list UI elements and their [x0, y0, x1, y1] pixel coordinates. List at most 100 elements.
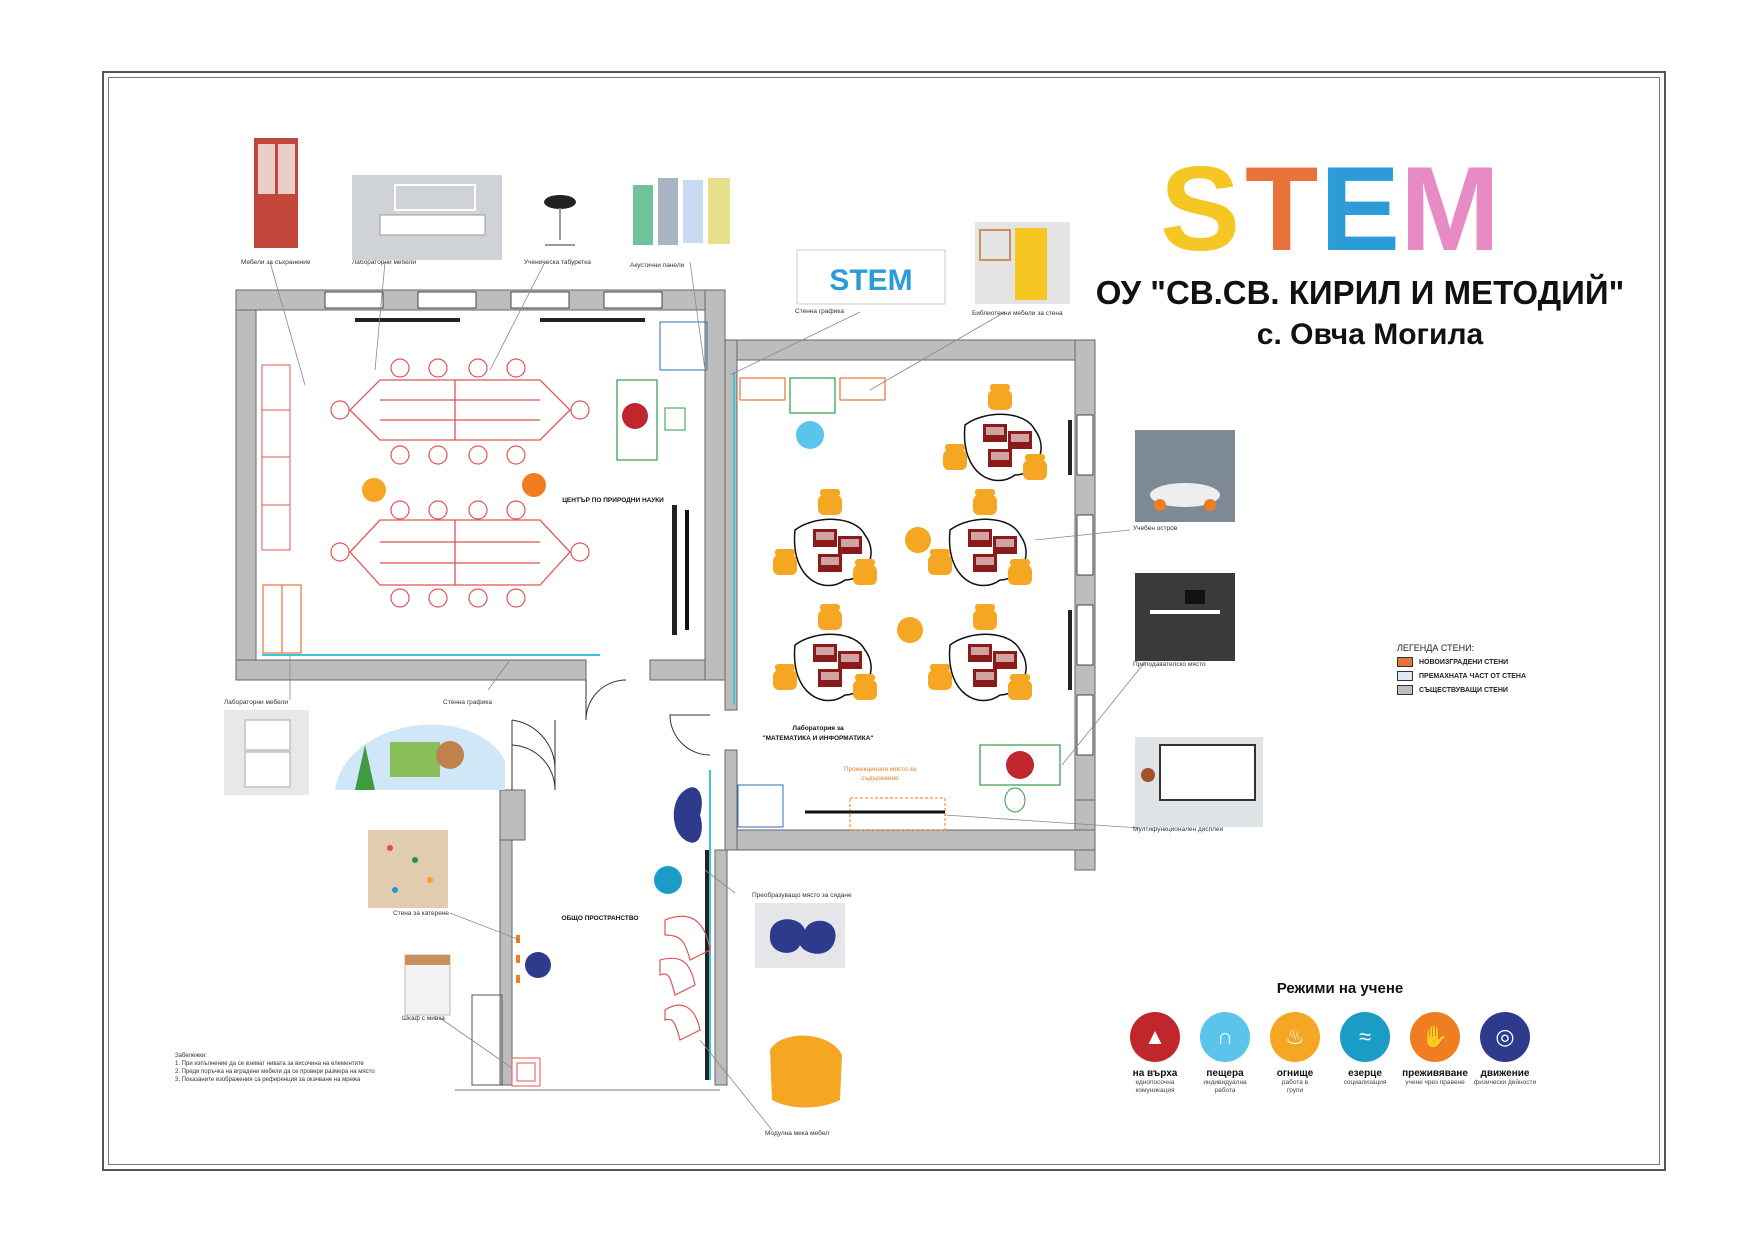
- corridor-side-wall: [471, 994, 503, 1086]
- mode-name: пещера: [1206, 1068, 1244, 1079]
- cave-icon: ∩: [1200, 1012, 1250, 1062]
- library-shelf-center: [789, 377, 836, 414]
- mode-desc: работа: [1214, 1087, 1236, 1094]
- label-sink-cabinet: Шкаф с мивка: [402, 1015, 445, 1022]
- windows: [324, 291, 1094, 756]
- fire-icon: [905, 527, 931, 553]
- legend-label: СЪЩЕСТВУВАЩИ СТЕНИ: [1419, 686, 1508, 694]
- doors: [511, 679, 711, 791]
- storage-cabinets: [261, 364, 291, 551]
- thumb-acoustic-panels: [633, 178, 730, 245]
- legend-swatch: [1397, 657, 1413, 667]
- thumb-climbing-wall: [368, 830, 448, 908]
- lab-benches: [349, 379, 571, 586]
- mode-desc: комуникация: [1135, 1087, 1175, 1094]
- school-name: ОУ "СВ.СВ. КИРИЛ И МЕТОДИЙ": [1095, 274, 1625, 311]
- thumb-teacher-desk: [1135, 573, 1235, 661]
- tornado-icon: [525, 952, 551, 978]
- label-learning-island: Учебен остров: [1133, 524, 1178, 532]
- room-title-math-lab-2: "МАТЕМАТИКА И ИНФОРМАТИКА": [763, 735, 874, 742]
- label-library-furniture: Библиотечни мебели за стена: [972, 309, 1063, 317]
- label-lab-furniture-top: Лабораторни мебели: [352, 258, 416, 266]
- lab-cabinet-bottom-left: [262, 584, 302, 654]
- notes-line: 2. Преди поръчка на вградени мебели да с…: [175, 1069, 375, 1075]
- room-title-nature-center: ЦЕНТЪР ПО ПРИРОДНИ НАУКИ: [562, 497, 664, 504]
- mode-name: на върха: [1132, 1068, 1178, 1079]
- glass-walls: [262, 372, 735, 1080]
- thumb-library-shelf: [975, 222, 1070, 304]
- label-acoustic-panels: Акустични панели: [630, 262, 685, 269]
- stem-logo: S T E M: [1160, 142, 1500, 276]
- legend-row-new-walls: НОВОИЗГРАДЕНИ СТЕНИ: [1397, 656, 1508, 668]
- legend-title: ЛЕГЕНДА СТЕНИ:: [1397, 643, 1475, 653]
- sheet-frame-inner: [108, 77, 1660, 1165]
- mode-campfire: ♨ огнище работа в групи: [1260, 1012, 1330, 1095]
- label-multifunctional-display: Мултифункционален дисплей: [1133, 825, 1224, 833]
- notes-title: Забележки:: [175, 1053, 207, 1059]
- teacher-desk-left: [616, 379, 686, 461]
- label-wall-graphic-top: Стенна графика: [795, 308, 844, 315]
- legend-swatch: [1397, 671, 1413, 681]
- fire-icon: [362, 473, 546, 502]
- mode-name: езерце: [1348, 1068, 1382, 1079]
- projection-zone: [849, 797, 946, 831]
- label-student-stool: Ученическа табуретка: [524, 258, 591, 266]
- mode-name: огнище: [1276, 1068, 1314, 1079]
- label-teacher-place: Преподавателско място: [1133, 661, 1206, 668]
- mode-desc: групи: [1286, 1087, 1304, 1094]
- mode-pond: ≈ езерце социализация: [1330, 1012, 1400, 1087]
- svg-text:STEM: STEM: [829, 264, 912, 297]
- pond-icon: [796, 421, 824, 449]
- mode-name: преживяване: [1402, 1068, 1468, 1079]
- room-title-common-space: ОБЩО ПРОСТРАНСТВО: [562, 915, 639, 922]
- sink-box-bottom: [737, 784, 784, 828]
- mode-desc: физически дейности: [1473, 1079, 1537, 1086]
- thumb-bean-seat: [755, 903, 845, 968]
- teacher-desk-right: [979, 744, 1061, 813]
- label-projection-place: Прожекционно място за: [844, 766, 917, 773]
- thumb-wall-graphic: [335, 724, 505, 790]
- legend-label: ПРЕМАХНАТА ЧАСТ ОТ СТЕНА: [1419, 672, 1527, 680]
- svg-text:E: E: [1320, 142, 1400, 276]
- school-village: с. Овча Могила: [1256, 318, 1484, 351]
- label-climbing-wall: Стена за катерене: [393, 910, 449, 917]
- room-title-math-lab-1: Лаборатория за: [792, 724, 844, 732]
- svg-text:T: T: [1245, 142, 1318, 276]
- thumb-stool: [544, 195, 576, 246]
- mode-desc: учене чрез правене: [1405, 1079, 1465, 1086]
- thumb-stem-graphic: STEM: [796, 249, 946, 305]
- notes-line: 1. При изпълнение да се вземат нивата за…: [175, 1061, 364, 1067]
- mode-movement: ◎ движение физически дейности: [1470, 1012, 1540, 1087]
- hand-icon: ✋: [1410, 1012, 1460, 1062]
- label-storage-furniture: Мебели за съхранение: [241, 258, 311, 266]
- thumb-sink-cabinet: [404, 954, 451, 1016]
- legend-label: НОВОИЗГРАДЕНИ СТЕНИ: [1419, 658, 1509, 666]
- thumb-modular-seat: [765, 1025, 845, 1115]
- thumb-lab-furniture-bottom: [224, 710, 309, 795]
- climbing-wall-holds: [516, 935, 520, 983]
- thumb-storage-cabinet: [254, 138, 298, 248]
- mode-on-the-top: ▲ на върха еднопосочна комуникация: [1120, 1012, 1190, 1095]
- mode-name: движение: [1480, 1068, 1530, 1079]
- sheet-frame: [102, 71, 1666, 1171]
- label-lab-furniture-bottom: Лабораторни мебели: [224, 698, 288, 706]
- learning-islands: [773, 384, 1047, 702]
- legend-row-removed-walls: ПРЕМАХНАТА ЧАСТ ОТ СТЕНА: [1397, 670, 1526, 682]
- label-wall-graphic-bottom: Стенна графика: [443, 699, 492, 706]
- notes-line: 3. Показаните изображения са референция …: [175, 1077, 361, 1083]
- svg-text:M: M: [1400, 142, 1500, 276]
- fire-icon: [897, 617, 923, 643]
- library-shelves: [739, 377, 886, 401]
- notes-block: Забележки: 1. При изпълнение да се взема…: [175, 1052, 375, 1084]
- radiators: [355, 318, 1072, 1080]
- label-modular-furniture: Модулна мека мебел: [765, 1129, 829, 1137]
- legend-swatch: [1397, 685, 1413, 695]
- pond-icon: [654, 866, 682, 894]
- mode-desc: работа в: [1281, 1079, 1309, 1086]
- tornado-icon: ◎: [1480, 1012, 1530, 1062]
- mountain-icon: ▲: [1130, 1012, 1180, 1062]
- modes-title: Режими на учене: [1276, 980, 1404, 997]
- modular-seating: [659, 915, 711, 1041]
- fire-icon: ♨: [1270, 1012, 1320, 1062]
